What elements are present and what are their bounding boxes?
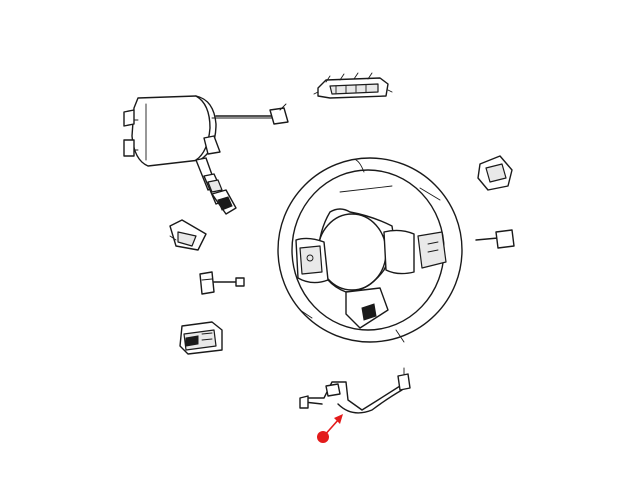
radio-switch-pigtail: [475, 229, 515, 249]
column-harness-bracket: [313, 72, 393, 99]
wiring-harness: [299, 367, 411, 414]
switch-pigtail-connector: [199, 271, 245, 295]
multifunction-switch-stalk: [195, 157, 237, 215]
remote-radio-switch: [477, 155, 513, 191]
steering-wheel: [277, 157, 463, 343]
clockspring-module: [123, 95, 289, 167]
speed-control-switch: [179, 321, 223, 355]
paddle-switch-left-upper: [169, 219, 207, 251]
callout-marker: [317, 414, 343, 443]
